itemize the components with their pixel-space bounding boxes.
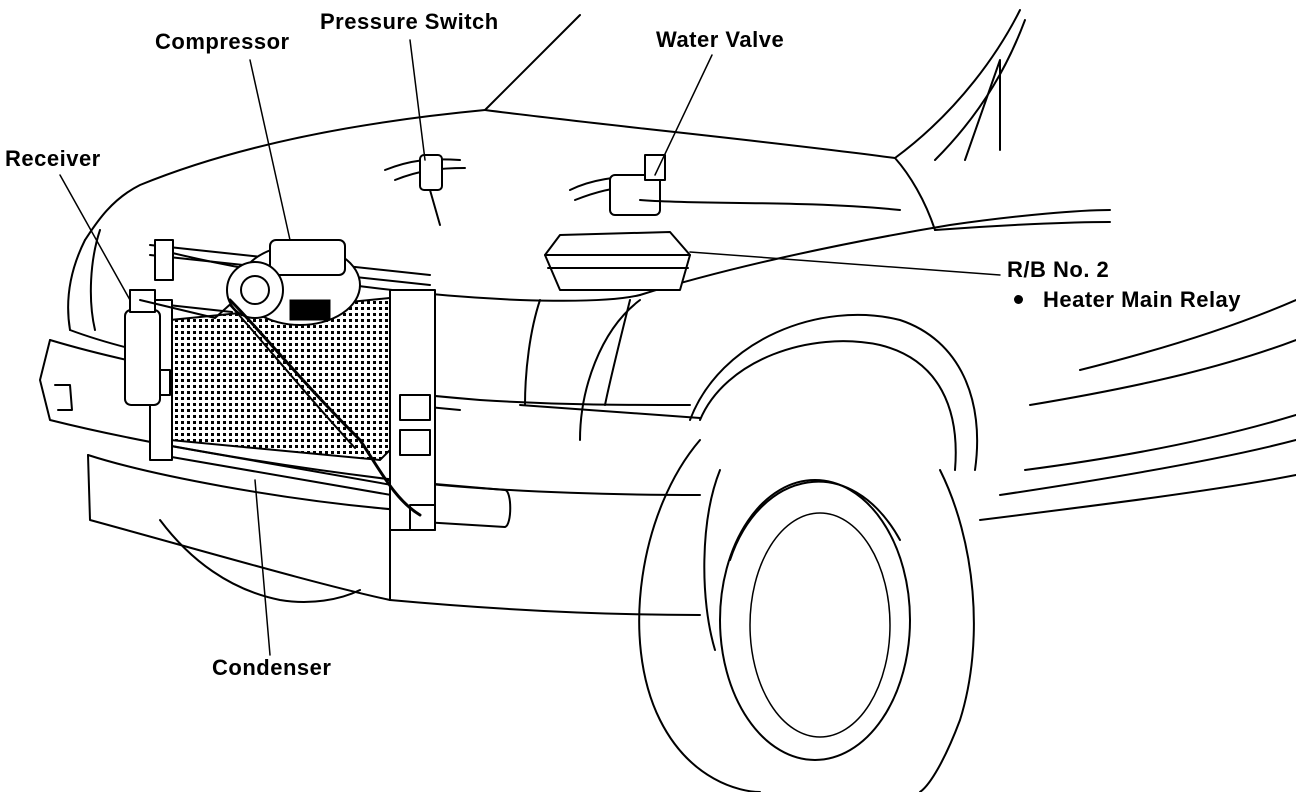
pressure-switch-label: Pressure Switch [320,9,499,34]
receiver-label: Receiver [5,146,101,171]
compressor-part [226,239,422,517]
condenser-part [149,239,436,531]
compressor-label: Compressor [155,29,290,54]
heater-main-relay-label: Heater Main Relay [1014,289,1241,311]
rb-no2-label: R/B No. 2 [1007,257,1110,282]
heater-main-relay-text: Heater Main Relay [1043,287,1242,312]
bullet-icon [1014,294,1023,304]
condenser-label: Condenser [212,655,332,680]
leader-lines [59,39,1001,656]
pressure-switch-part [384,154,466,226]
vehicle-body [39,9,1296,792]
water-valve-part [569,154,901,216]
water-valve-label: Water Valve [656,27,785,52]
relay-block-part [544,231,691,291]
receiver-part [124,289,236,406]
